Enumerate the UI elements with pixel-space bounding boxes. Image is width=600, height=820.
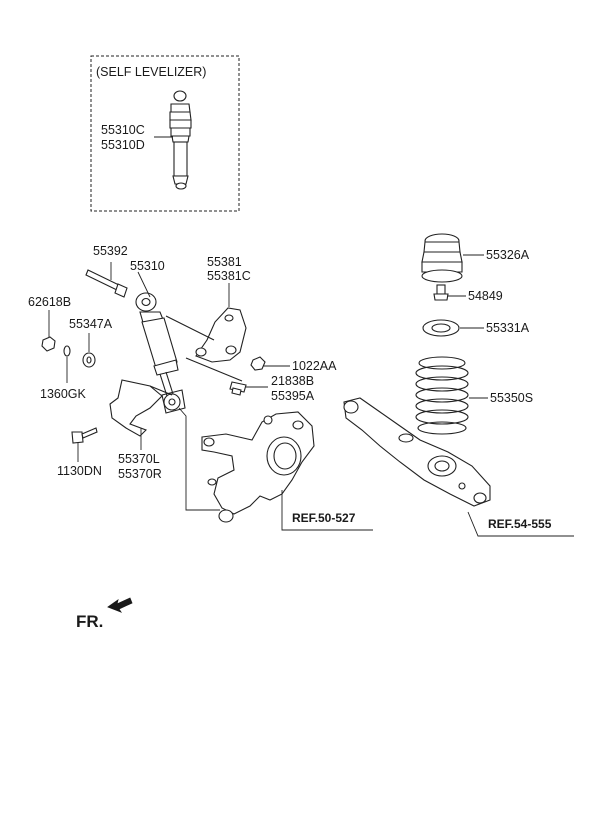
label-55310D: 55310D: [101, 138, 145, 152]
self-levelizer-title: (SELF LEVELIZER): [96, 65, 206, 79]
shock-absorber-icon: [85, 269, 186, 414]
label-55392: 55392: [93, 244, 128, 258]
label-55310C: 55310C: [101, 123, 145, 137]
rear-knuckle-icon: [201, 411, 315, 523]
bolt-54849-icon: [433, 284, 449, 301]
self-levelizer-shock-absorber-icon: [169, 90, 192, 190]
label-54849: 54849: [468, 289, 503, 303]
dust-shield-icon: [109, 379, 173, 437]
label-55370L: 55370L: [118, 452, 160, 466]
label-55350S: 55350S: [490, 391, 533, 405]
washer-55347A-icon: [82, 352, 96, 368]
ref-label-lower-arm: REF.54-555: [488, 517, 552, 531]
lower-control-arm-icon: [343, 397, 491, 507]
label-62618B: 62618B: [28, 295, 71, 309]
label-1022AA: 1022AA: [292, 359, 337, 373]
label-55395A: 55395A: [271, 389, 315, 403]
self-levelizer-group: (SELF LEVELIZER) 55310C 55310D: [90, 55, 240, 212]
nut-1022AA-icon: [250, 356, 266, 371]
spring-seat-pad-icon: [422, 319, 460, 337]
washer-1360GK-icon: [63, 345, 71, 357]
coil-spring-icon: [415, 356, 469, 435]
upper-mount-bracket-icon: [165, 307, 247, 363]
front-arrow-icon: [107, 597, 133, 613]
bolt-21838B-icon: [229, 381, 247, 396]
label-55347A: 55347A: [69, 317, 113, 331]
nut-62618B-icon: [41, 336, 56, 352]
label-55326A: 55326A: [486, 248, 530, 262]
label-55370R: 55370R: [118, 467, 162, 481]
bump-stopper-icon: [421, 233, 463, 283]
label-21838B: 21838B: [271, 374, 314, 388]
label-55331A: 55331A: [486, 321, 530, 335]
label-55381: 55381: [207, 255, 242, 269]
label-55381C: 55381C: [207, 269, 251, 283]
ref-label-knuckle: REF.50-527: [292, 511, 356, 525]
front-direction-label: FR.: [76, 612, 103, 631]
label-1360GK: 1360GK: [40, 387, 87, 401]
label-1130DN: 1130DN: [57, 464, 102, 478]
self-levelizer-dashed-box: [90, 55, 240, 212]
bolt-1130DN-icon: [71, 427, 98, 444]
label-55310: 55310: [130, 259, 165, 273]
